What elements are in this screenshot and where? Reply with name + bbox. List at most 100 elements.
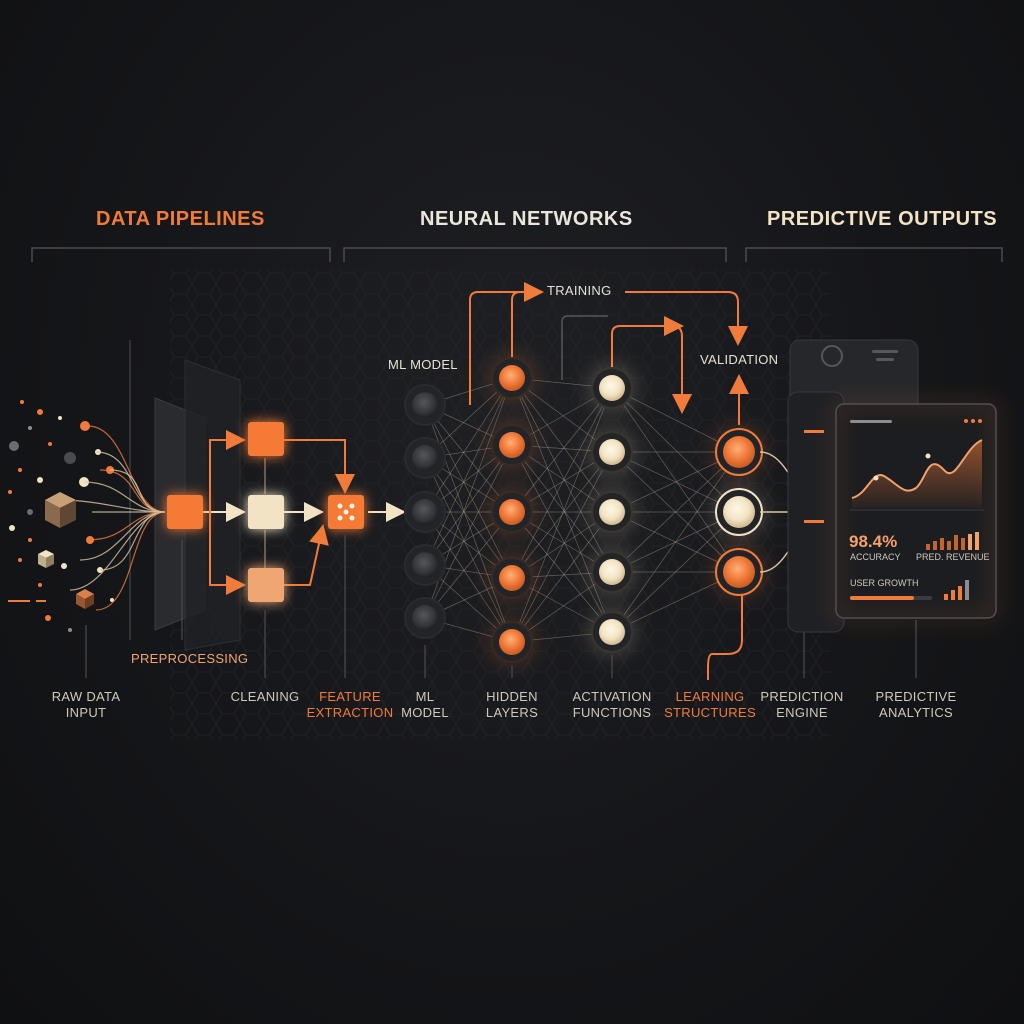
data-particle	[80, 421, 90, 431]
preprocessing-label: PREPROCESSING	[131, 651, 249, 666]
data-particle	[9, 525, 15, 531]
nn-edge	[511, 451, 613, 643]
data-particle	[110, 598, 114, 602]
nn-edge	[611, 451, 740, 633]
revenue-bar	[926, 544, 930, 550]
data-particle	[48, 442, 52, 446]
nn-edge	[424, 444, 513, 566]
accuracy-value: 98.4%	[849, 532, 898, 551]
predictive-analytics-card	[833, 401, 999, 621]
revenue-bar	[961, 538, 965, 550]
nn-node	[589, 549, 635, 595]
card-menu-icon[interactable]	[964, 419, 968, 423]
data-dash	[36, 600, 46, 602]
data-particle	[8, 490, 12, 494]
validation-label: VALIDATION	[700, 352, 779, 367]
growth-bar	[951, 590, 955, 600]
label-line-1: HIDDEN	[486, 689, 538, 704]
bracket-data-pipelines	[31, 247, 331, 262]
growth-bar	[958, 586, 962, 600]
nn-node	[713, 486, 765, 538]
nn-edge	[424, 457, 513, 579]
gray-loop	[561, 315, 608, 380]
nn-edge	[424, 377, 513, 513]
nn-node	[489, 555, 535, 601]
nn-node	[404, 384, 446, 426]
input-stream	[69, 511, 166, 591]
label-line-2: MODEL	[401, 705, 449, 720]
nn-edge	[511, 444, 613, 573]
feature-extraction-node	[328, 495, 364, 529]
revenue-bars	[926, 532, 979, 550]
input-stream	[95, 511, 166, 611]
nn-node	[404, 437, 446, 479]
data-particle	[37, 477, 43, 483]
nn-edge	[424, 457, 513, 643]
label-line-2: INPUT	[65, 705, 107, 720]
nn-node	[489, 355, 535, 401]
card-title-bar	[850, 420, 892, 423]
revenue-bar	[954, 535, 958, 550]
nn-edge	[511, 377, 613, 513]
cleaning-node-top	[248, 422, 284, 456]
data-particle	[68, 628, 72, 632]
nn-edge	[511, 444, 613, 633]
nn-edge	[511, 387, 613, 579]
section-title-data-pipelines: DATA PIPELINES	[96, 208, 265, 230]
data-particle	[28, 538, 32, 542]
nn-node	[589, 365, 635, 411]
section-title-predictive-outputs: PREDICTIVE OUTPUTS	[767, 208, 998, 230]
data-particle	[37, 409, 43, 415]
label-line-1: ML	[415, 689, 435, 704]
growth-progress-fill	[850, 596, 914, 600]
data-cube-large	[45, 492, 76, 528]
data-particle	[64, 452, 76, 464]
nn-edge	[611, 387, 740, 573]
nn-edge	[511, 387, 613, 513]
cleaning-node-bottom	[248, 568, 284, 602]
trend-area	[852, 440, 982, 508]
revenue-bar	[947, 541, 951, 550]
neural-network-nodes	[404, 355, 765, 665]
bracket-neural-networks	[343, 247, 727, 262]
nn-node	[489, 489, 535, 535]
ml-model-label: ML MODEL	[388, 357, 458, 372]
data-particle	[45, 615, 51, 621]
label-line-2: ANALYTICS	[879, 705, 953, 720]
label-line-2: LAYERS	[485, 705, 539, 720]
data-particle	[27, 509, 33, 515]
label-line-2: STRUCTURES	[664, 705, 756, 720]
label-line-1: RAW DATA	[51, 689, 121, 704]
nn-edge	[424, 511, 513, 643]
input-stream	[109, 469, 166, 513]
growth-bar	[944, 594, 948, 600]
nn-edge	[611, 511, 740, 633]
bottom-label-cleaning: CLEANING	[210, 689, 320, 705]
training-loop	[469, 282, 749, 680]
label-line-2: EXTRACTION	[306, 705, 394, 720]
section-title-neural-networks: NEURAL NETWORKS	[420, 208, 633, 230]
data-particle	[9, 441, 19, 451]
data-dash	[8, 600, 30, 602]
data-cube-orange	[76, 589, 94, 609]
revenue-bar	[975, 532, 979, 550]
nn-node	[404, 597, 446, 639]
pipeline-connectors	[203, 430, 406, 595]
nn-edge	[511, 387, 613, 643]
revenue-bar	[940, 538, 944, 550]
nn-node	[489, 422, 535, 468]
nn-node	[713, 426, 765, 478]
label-line-1: LEARNING	[675, 689, 745, 704]
cleaning-node-center	[248, 495, 284, 529]
growth-bars	[944, 580, 969, 600]
growth-bar	[965, 580, 969, 600]
label-line-1: ACTIVATION	[572, 689, 652, 704]
growth-label: USER GROWTH	[850, 578, 919, 588]
nn-edge	[511, 377, 613, 633]
